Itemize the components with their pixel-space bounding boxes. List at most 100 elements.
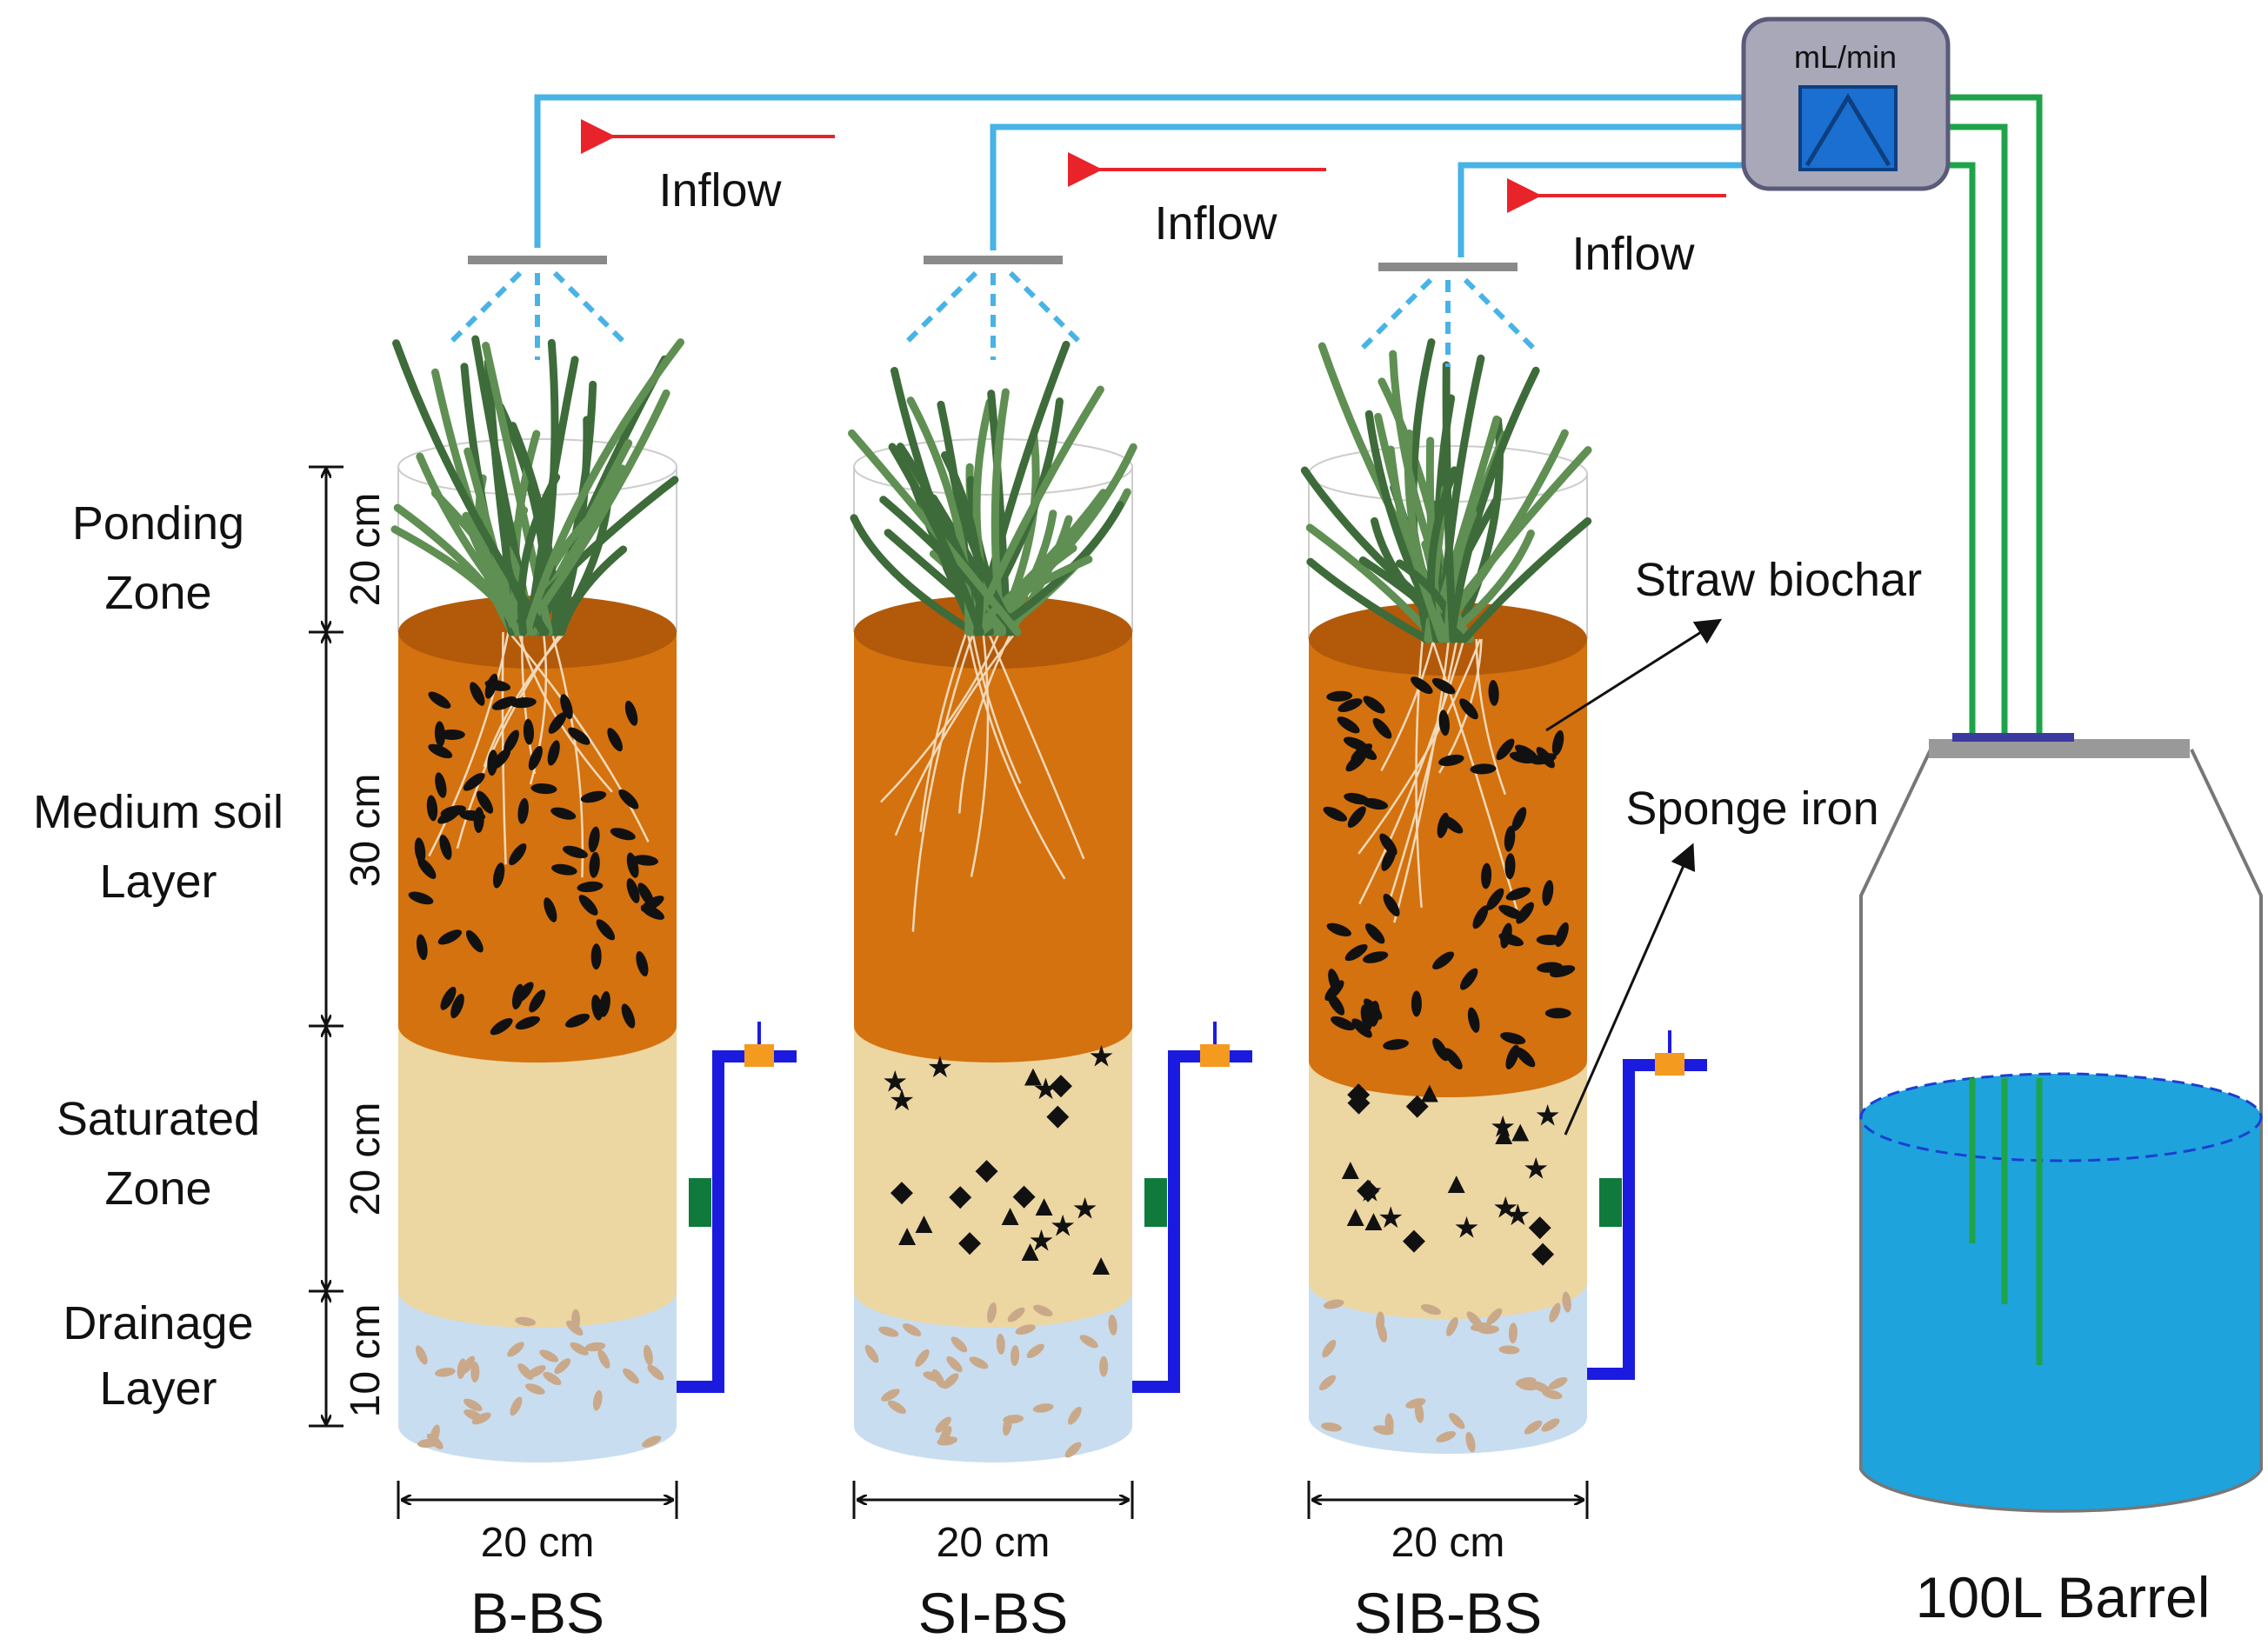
plant-icon — [1300, 338, 1592, 643]
plant-icon — [390, 335, 685, 636]
svg-text:▲: ▲ — [1030, 1189, 1059, 1222]
inflow-arrows — [581, 119, 1726, 213]
columns: 20 cmB-BS★◆▲★◆▲★◆▲★◆▲★◆▲★◆▲★◆▲★20 cmSI-B… — [390, 256, 1707, 1645]
svg-text:★: ★ — [889, 1084, 915, 1117]
svg-text:★: ★ — [1490, 1111, 1516, 1144]
svg-text:◆: ◆ — [1046, 1098, 1070, 1131]
zone-1-line2: Zone — [104, 567, 211, 619]
svg-text:★: ★ — [1028, 1225, 1054, 1258]
svg-text:▲: ▲ — [910, 1207, 939, 1240]
svg-text:◆: ◆ — [975, 1153, 998, 1186]
svg-text:▲: ▲ — [1489, 1118, 1518, 1151]
svg-text:★: ★ — [1453, 1212, 1479, 1245]
barrel-lid — [1929, 739, 2190, 758]
straw-biochar-pointer — [1545, 618, 1723, 732]
svg-text:★: ★ — [1050, 1209, 1076, 1242]
inflow-label-3: Inflow — [1571, 228, 1695, 280]
saturated-layer — [1309, 1061, 1587, 1319]
inflow-pipe-2 — [990, 123, 1809, 250]
saturated-layer — [854, 1026, 1132, 1328]
zone-2-line1: Medium soil — [33, 786, 284, 838]
diameter-label: 20 cm — [481, 1520, 595, 1566]
inflow-label-2: Inflow — [1154, 197, 1277, 250]
svg-text:★: ★ — [927, 1051, 953, 1084]
sponge-iron-label: Sponge iron — [1625, 783, 1878, 835]
svg-text:★: ★ — [1357, 1176, 1383, 1209]
sampling-port[interactable] — [1599, 1178, 1622, 1227]
valve-icon[interactable] — [1655, 1053, 1684, 1076]
svg-text:▲: ▲ — [1505, 1115, 1535, 1148]
svg-text:◆: ◆ — [891, 1175, 914, 1208]
svg-text:▲: ▲ — [1336, 1153, 1365, 1186]
column-name: SI-BS — [918, 1581, 1068, 1645]
barrel-label: 100L Barrel — [1916, 1565, 2211, 1629]
pump-unit-label: mL/min — [1794, 39, 1897, 75]
svg-text:◆: ◆ — [958, 1225, 982, 1258]
zone-3-line1: Saturated — [57, 1093, 260, 1145]
svg-text:★: ★ — [882, 1066, 908, 1099]
svg-text:◆: ◆ — [1406, 1088, 1430, 1121]
svg-text:★: ★ — [1071, 1193, 1097, 1226]
svg-text:▲: ▲ — [1359, 1204, 1389, 1237]
svg-text:◆: ◆ — [1529, 1209, 1552, 1242]
inflow-pipe-1 — [534, 94, 1809, 248]
drainage-layer — [398, 1291, 677, 1462]
zone-3-line2: Zone — [104, 1162, 211, 1215]
svg-text:▲: ▲ — [1341, 1200, 1371, 1233]
svg-text:◆: ◆ — [1531, 1236, 1555, 1269]
svg-text:★: ★ — [1377, 1202, 1404, 1235]
svg-text:◆: ◆ — [1347, 1076, 1371, 1109]
sponge-iron-pointer — [1564, 843, 1696, 1136]
sprinkler-icon — [1358, 263, 1538, 367]
svg-text:◆: ◆ — [1357, 1172, 1380, 1205]
zone-4-line2: Layer — [99, 1362, 217, 1415]
svg-text:◆: ◆ — [1013, 1178, 1037, 1211]
zone-1-line1: Ponding — [72, 497, 244, 550]
soil-layer — [398, 632, 677, 1062]
valve-icon[interactable] — [744, 1044, 774, 1067]
diameter-label: 20 cm — [937, 1520, 1051, 1566]
depth-label-2: 30 cm — [343, 774, 389, 888]
depth-label-3: 20 cm — [343, 1102, 389, 1216]
svg-text:▲: ▲ — [1016, 1235, 1045, 1268]
diameter-label: 20 cm — [1391, 1520, 1505, 1566]
sampling-port[interactable] — [1144, 1178, 1167, 1227]
svg-text:★: ★ — [1523, 1153, 1549, 1186]
column-name: B-BS — [470, 1581, 604, 1645]
depth-label-1: 20 cm — [343, 493, 389, 607]
svg-text:▲: ▲ — [1415, 1076, 1444, 1109]
inflow-pipes — [534, 94, 1809, 257]
sprinkler-icon — [448, 256, 627, 360]
valve-icon[interactable] — [1200, 1044, 1230, 1067]
svg-text:◆: ◆ — [1403, 1223, 1426, 1256]
saturated-layer — [398, 1026, 677, 1328]
depth-dimension — [309, 465, 344, 1428]
drainage-layer — [854, 1291, 1132, 1462]
depth-label-4: 10 cm — [343, 1304, 389, 1418]
svg-text:★: ★ — [1504, 1199, 1531, 1232]
pump-unit[interactable]: mL/min — [1741, 17, 1951, 191]
svg-text:★: ★ — [1088, 1040, 1114, 1073]
svg-text:▲: ▲ — [996, 1199, 1025, 1232]
sprinkler-icon — [904, 256, 1083, 360]
svg-text:▲: ▲ — [892, 1219, 922, 1252]
svg-text:◆: ◆ — [1347, 1084, 1371, 1117]
svg-text:◆: ◆ — [1050, 1068, 1073, 1101]
svg-text:★: ★ — [1492, 1192, 1518, 1225]
straw-biochar-label: Straw biochar — [1635, 554, 1922, 606]
zone-2-line2: Layer — [99, 856, 217, 908]
zone-labels: Ponding Zone Medium soil Layer Saturated… — [33, 497, 284, 1415]
barrel — [1859, 733, 2263, 1513]
svg-text:★: ★ — [1032, 1073, 1058, 1106]
soil-layer — [854, 632, 1132, 1062]
sampling-port[interactable] — [689, 1178, 711, 1227]
svg-text:▲: ▲ — [1442, 1167, 1471, 1200]
svg-text:▲: ▲ — [1086, 1249, 1116, 1282]
svg-text:▲: ▲ — [1018, 1059, 1048, 1092]
svg-text:◆: ◆ — [949, 1179, 972, 1212]
column-name: SIB-BS — [1354, 1581, 1542, 1645]
